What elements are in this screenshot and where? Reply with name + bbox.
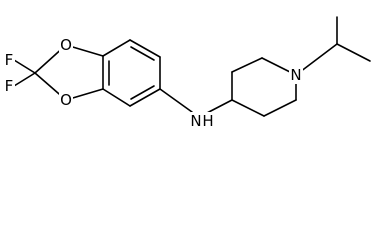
chemical-structure-diagram: F F O O N H N (3, 16, 371, 130)
atom-mask (191, 112, 213, 130)
bond-cf2-f-bottom (13, 72, 36, 87)
atom-label-layer: F F O O N H N (3, 36, 303, 130)
nitrogen-label: N (190, 112, 201, 130)
atom-oxygen-top: O (59, 36, 73, 54)
atom-amine-nh: N H (190, 112, 214, 130)
bond-aryl-nh (159, 88, 193, 113)
atom-fluorine-bottom: F (3, 77, 15, 95)
bond-cf2-f-top (13, 59, 36, 74)
bond-double-c6-c7-inner (130, 85, 155, 100)
oxygen-label: O (60, 91, 72, 109)
atom-mask (3, 51, 15, 69)
hydrogen-label: H (202, 112, 213, 130)
bond-pip-c6-c5 (263, 99, 297, 117)
bond-double-c4-c5-inner (130, 46, 155, 61)
fluorine-label: F (5, 77, 14, 95)
atom-fluorine-top: F (3, 51, 15, 69)
bond-nh-piperidine (204, 99, 233, 115)
atom-mask (289, 66, 303, 84)
bond-isopropyl-methyl-right (336, 43, 371, 62)
atom-mask (3, 77, 15, 95)
bond-pip-c3-c2 (231, 57, 263, 73)
bond-pip-c5-c4 (231, 99, 265, 117)
oxygen-label: O (60, 36, 72, 54)
fluorine-label: F (5, 51, 14, 69)
atom-piperidine-nitrogen: N (289, 66, 303, 84)
bond-c4-c5 (129, 39, 161, 58)
atom-mask (59, 36, 73, 54)
atom-mask (59, 91, 73, 109)
atom-oxygen-bottom: O (59, 91, 73, 109)
bond-c3a-c4 (102, 39, 131, 57)
bond-c7-c7a (102, 88, 131, 107)
nitrogen-label: N (290, 66, 301, 84)
bond-c6-c7 (129, 88, 161, 107)
